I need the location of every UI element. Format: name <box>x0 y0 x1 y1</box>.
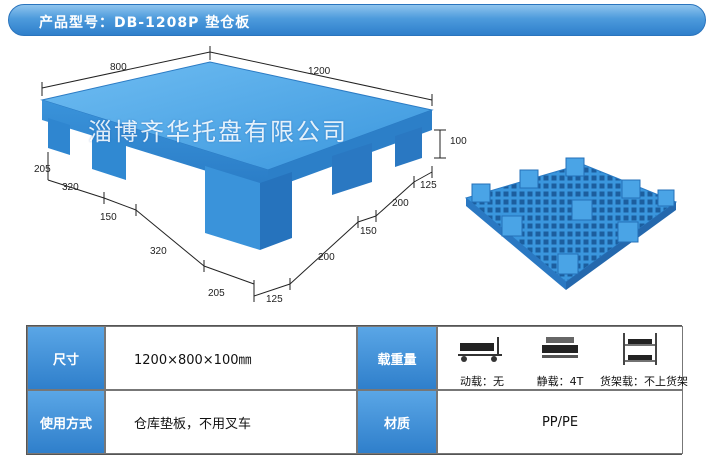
label-load: 载重量 <box>357 326 437 390</box>
spec-table: 尺寸 1200×800×100㎜ 载重量 动载：无 静载：4T <box>26 325 688 455</box>
dim-right-200-bottom: 200 <box>318 252 335 263</box>
product-drawing: 淄博齐华托盘有限公司 800 1200 100 205 320 150 320 … <box>0 40 714 320</box>
load-item-static: 静载：4T <box>520 331 600 391</box>
label-material: 材质 <box>357 390 437 454</box>
dim-left-150: 150 <box>100 212 117 223</box>
value-usage: 仓库垫板，不用叉车 <box>105 390 357 454</box>
dim-height: 100 <box>450 136 467 147</box>
company-watermark: 淄博齐华托盘有限公司 <box>88 118 348 146</box>
pallet-dimension-image <box>40 46 446 302</box>
rack-load-icon <box>623 333 657 365</box>
header-bar: 产品型号：DB-1208P 垫仓板 <box>8 4 706 36</box>
dim-left-320-top: 320 <box>62 182 79 193</box>
dim-bottom-125: 125 <box>266 294 283 305</box>
dynamic-load-icon <box>458 337 502 362</box>
page-title: 产品型号：DB-1208P 垫仓板 <box>39 15 251 31</box>
load-item-rack: 货架载：不上货架 <box>600 331 688 391</box>
dim-left-320-bottom: 320 <box>150 246 167 257</box>
label-usage: 使用方式 <box>27 390 105 454</box>
static-load-icon <box>542 337 578 358</box>
value-size: 1200×800×100㎜ <box>105 326 357 390</box>
value-load: 动载：无 静载：4T 货架载：不上货架 <box>437 326 688 391</box>
label-size: 尺寸 <box>27 326 105 390</box>
dim-right-125: 125 <box>420 180 437 191</box>
dim-left-205-top: 205 <box>34 164 51 175</box>
load-label-static: 静载：4T <box>536 375 584 388</box>
dim-width-top: 800 <box>110 62 127 73</box>
load-label-dynamic: 动载：无 <box>460 375 504 388</box>
dim-left-205-bottom: 205 <box>208 288 225 299</box>
load-item-dynamic: 动载：无 <box>442 331 522 391</box>
dim-right-150: 150 <box>360 226 377 237</box>
load-label-rack: 货架载：不上货架 <box>600 375 688 388</box>
dim-length-top: 1200 <box>308 66 331 77</box>
pallet-bottom-image <box>464 157 678 290</box>
dim-right-200-top: 200 <box>392 198 409 209</box>
value-material: PP/PE <box>437 390 683 454</box>
